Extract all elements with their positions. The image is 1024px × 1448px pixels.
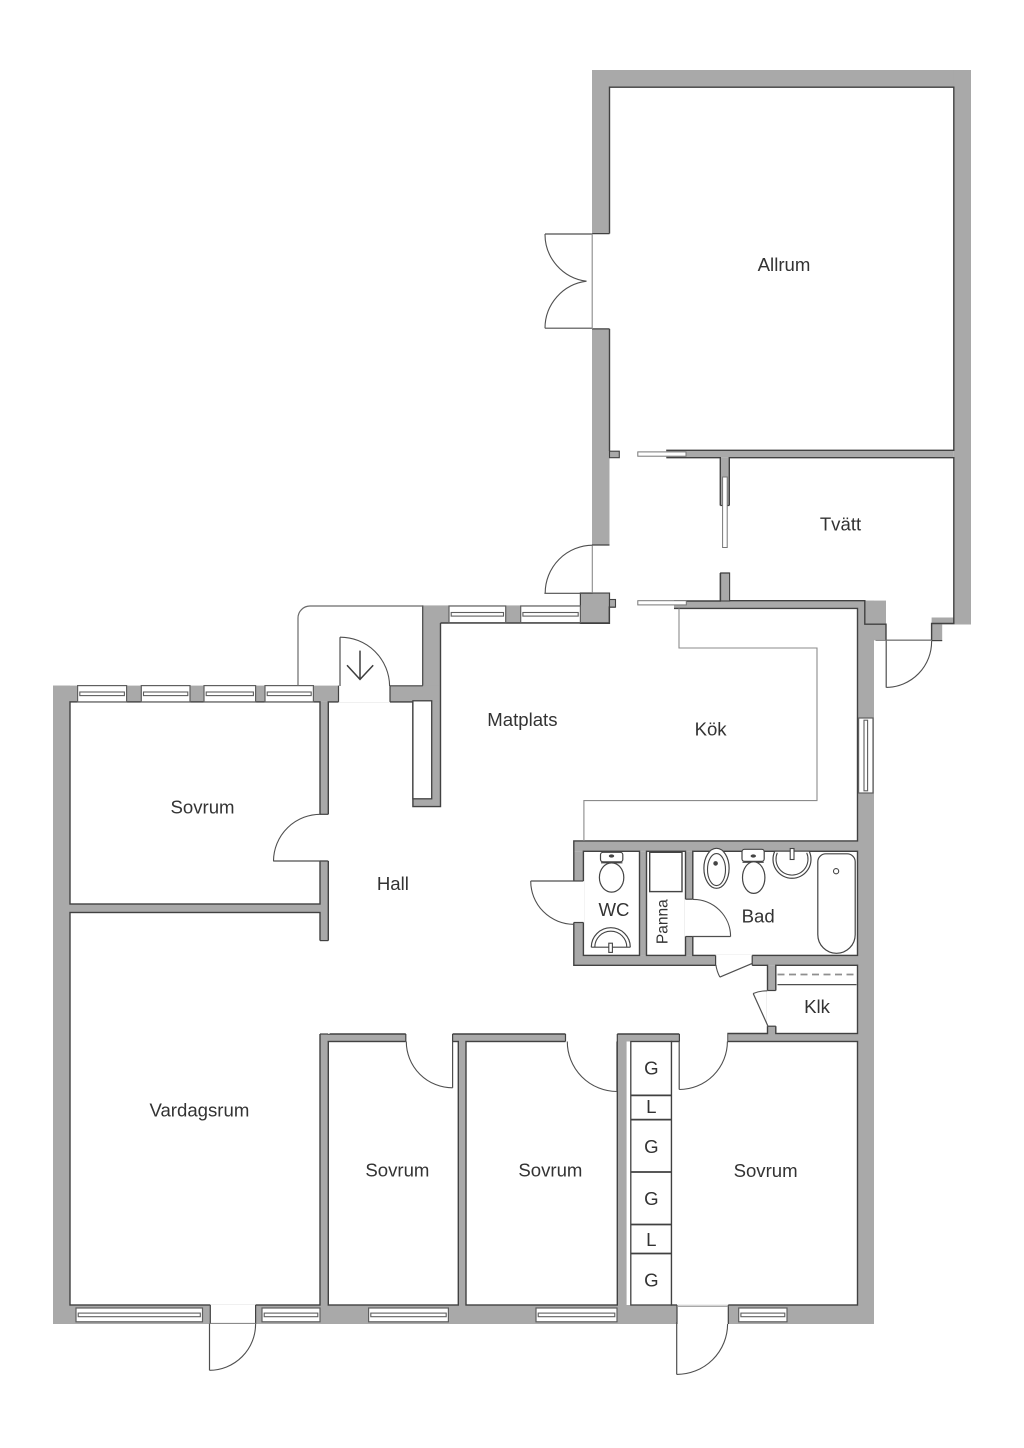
svg-text:L: L (646, 1229, 656, 1250)
svg-text:Sovrum: Sovrum (734, 1160, 798, 1181)
svg-text:Kök: Kök (695, 719, 728, 740)
svg-text:G: G (644, 1136, 658, 1157)
svg-text:G: G (644, 1188, 658, 1209)
svg-text:Matplats: Matplats (487, 709, 557, 730)
svg-text:WC: WC (599, 899, 630, 920)
svg-text:Vardagsrum: Vardagsrum (149, 1100, 249, 1121)
svg-text:G: G (644, 1058, 658, 1079)
svg-text:G: G (644, 1270, 658, 1291)
svg-text:Klk: Klk (804, 996, 831, 1017)
svg-text:Tvätt: Tvätt (820, 514, 862, 535)
svg-text:Panna: Panna (654, 899, 671, 944)
svg-text:Allrum: Allrum (758, 254, 811, 275)
svg-text:Sovrum: Sovrum (365, 1160, 429, 1181)
svg-text:Sovrum: Sovrum (518, 1160, 582, 1181)
svg-text:Bad: Bad (742, 905, 775, 926)
svg-text:Sovrum: Sovrum (170, 797, 234, 818)
svg-text:Hall: Hall (377, 873, 409, 894)
svg-text:L: L (646, 1096, 656, 1117)
